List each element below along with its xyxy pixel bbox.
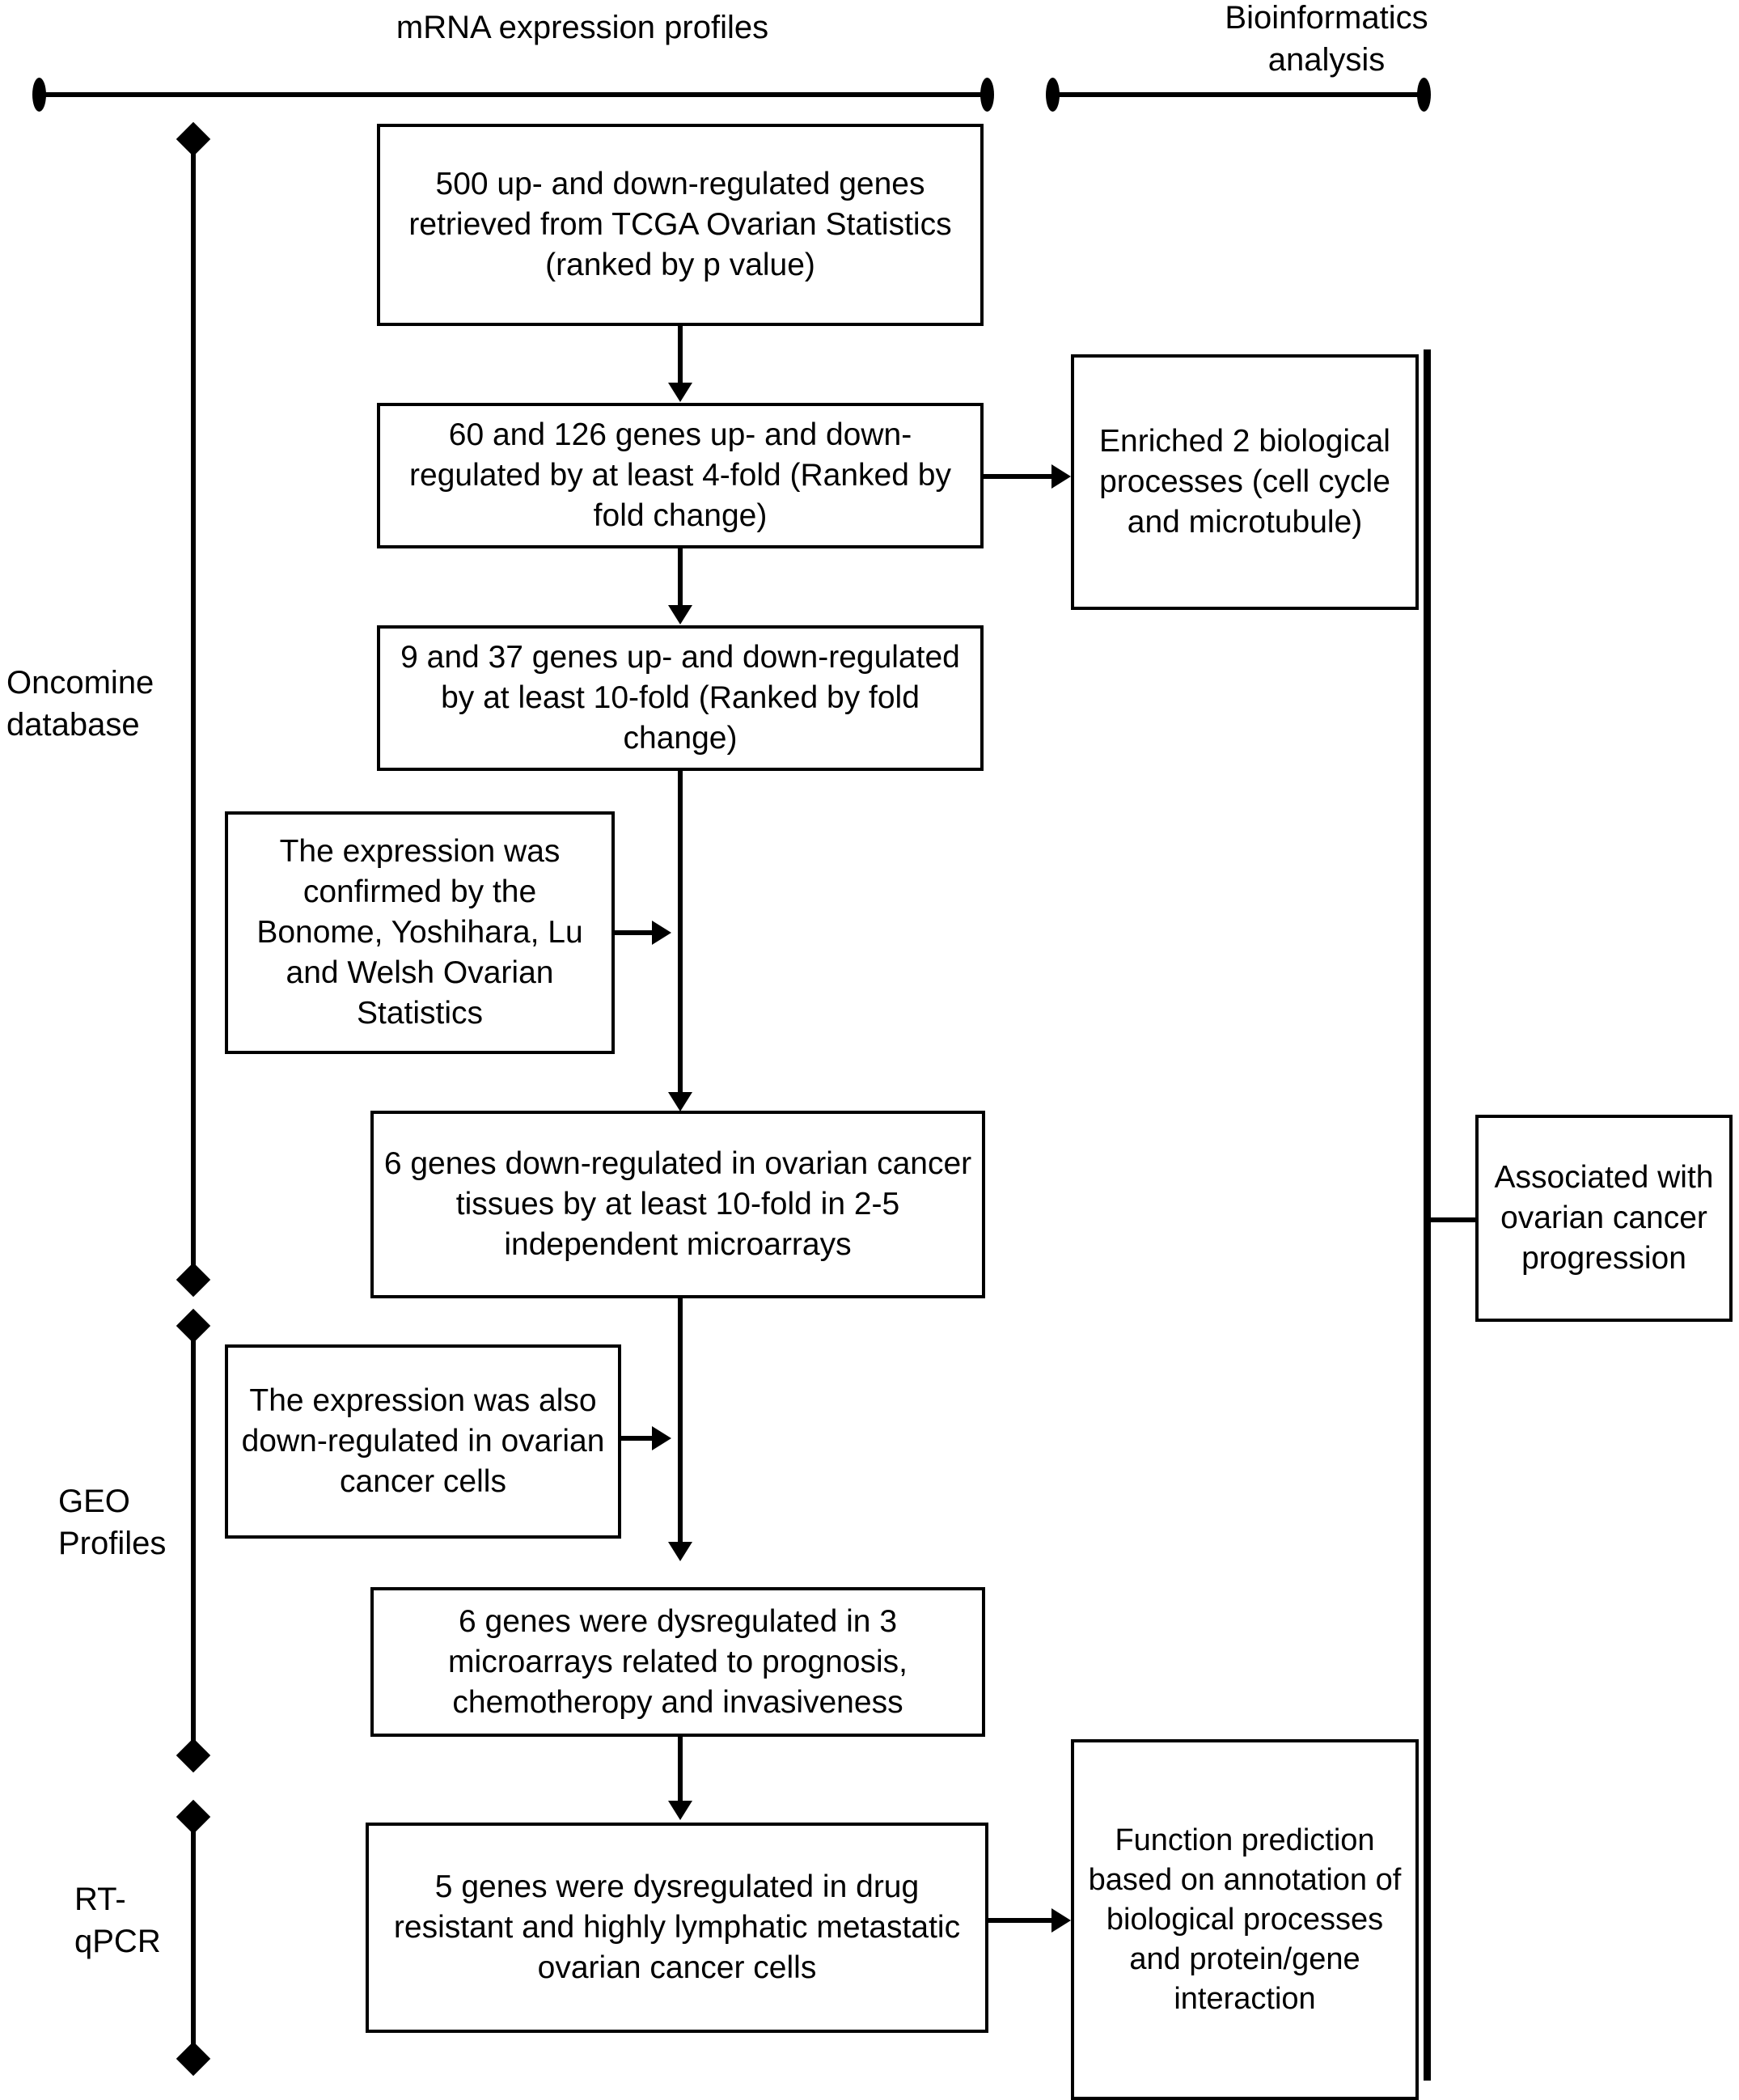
connector-b2-b3-line [678,548,683,612]
span-cap-mrna-right [980,78,994,112]
box-5-genes-drug-resistant: 5 genes were dysregulated in drug resist… [366,1823,988,2033]
span-cap-bioinfo-right [1417,78,1431,112]
spine-diamond-geo-start [176,1308,211,1344]
connector-b4-line [615,930,655,935]
span-cap-mrna-left [32,78,46,112]
bioinformatics-rail [1424,349,1431,2081]
connector-b1-b2-line [678,326,683,389]
connector-b6-arrow [652,1426,671,1450]
connector-b2-r1-line [984,474,1056,479]
box-expression-confirmed-bonome: The expression was confirmed by the Bono… [225,811,615,1054]
span-bar-mrna [38,92,992,97]
connector-b2-r1-arrow [1051,464,1071,489]
connector-b3-b5-arrow [668,1092,692,1111]
box-60-126-genes-4fold: 60 and 126 genes up- and down-regulated … [377,403,984,548]
spine-rtqpcr [191,1814,196,2057]
spine-diamond-oncomine-end [176,1262,211,1298]
connector-b5-b7-arrow [668,1542,692,1561]
connector-b1-b2-arrow [668,383,692,402]
box-9-37-genes-10fold: 9 and 37 genes up- and down-regulated by… [377,625,984,771]
spine-diamond-rtqpcr-end [176,2041,211,2077]
box-function-prediction: Function prediction based on annotation … [1071,1739,1419,2100]
box-expression-downregulated-cells: The expression was also down-regulated i… [225,1344,621,1539]
spine-diamond-top [176,121,211,157]
connector-b8-r3-line [988,1918,1056,1923]
spine-geo [191,1323,196,1754]
section-title-bioinformatics: Bioinformatics analysis [1225,0,1428,78]
spine-diamond-rtqpcr-start [176,1799,211,1835]
connector-b7-b8-line [678,1737,683,1811]
stage-label-rtqpcr: RT- qPCR [74,1882,161,1959]
stage-label-oncomine: Oncomine database [6,665,154,743]
spine-diamond-geo-end [176,1738,211,1773]
stage-label-geo: GEO Profiles [58,1484,167,1561]
connector-b2-b3-arrow [668,605,692,624]
connector-b5-b7-line [678,1298,683,1553]
span-cap-bioinfo-left [1046,78,1060,112]
connector-b4-arrow [652,921,671,945]
section-title-mrna: mRNA expression profiles [396,10,769,45]
spine-oncomine [191,139,196,1280]
connector-b6-line [621,1436,655,1441]
connector-b8-r3-arrow [1051,1908,1071,1933]
box-6-genes-downregulated-tissues: 6 genes down-regulated in ovarian cancer… [370,1111,985,1298]
box-500-genes-tcga: 500 up- and down-regulated genes retriev… [377,124,984,326]
connector-b3-b5-line [678,771,683,1105]
box-enriched-biological-processes: Enriched 2 biological processes (cell cy… [1071,354,1419,610]
box-associated-cancer-progression: Associated with ovarian cancer progressi… [1475,1115,1733,1322]
connector-rail-r2-line [1431,1217,1484,1222]
connector-b7-b8-arrow [668,1801,692,1820]
span-bar-bioinformatics [1051,92,1424,97]
box-6-genes-dysregulated-3-microarrays: 6 genes were dysregulated in 3 microarra… [370,1587,985,1737]
